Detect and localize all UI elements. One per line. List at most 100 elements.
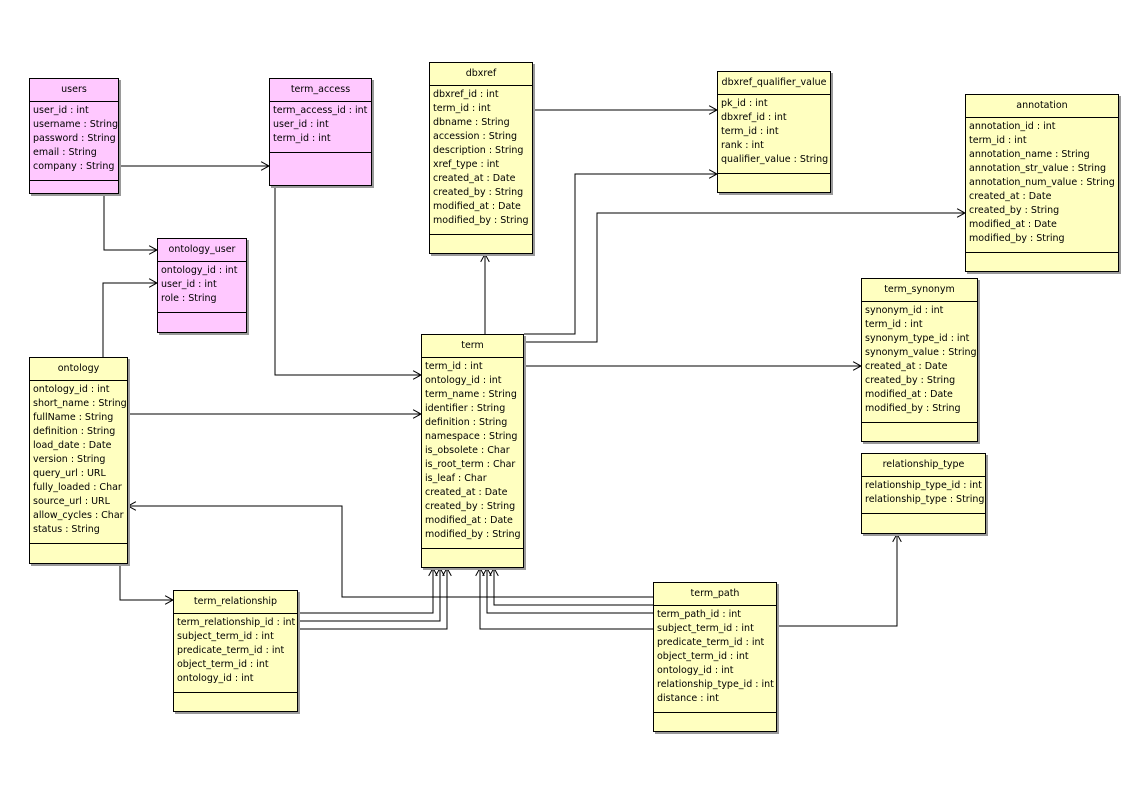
attribute: short_name : String (33, 398, 127, 409)
link-term-annotation-arrowhead (956, 208, 967, 218)
attribute: created_at : Date (433, 173, 516, 184)
entity-name: term_access (270, 79, 371, 102)
attribute: synonym_id : int (865, 305, 944, 316)
entity-term-synonym[interactable]: term_synonym synonym_id : int term_id : in… (861, 278, 978, 442)
attribute: modified_by : String (433, 215, 529, 226)
link-relationship-term-2-arrowhead (435, 566, 445, 577)
attribute: relationship_type : String (865, 494, 985, 505)
entity-name: term_synonym (862, 279, 977, 302)
attribute: annotation_num_value : String (969, 177, 1115, 188)
link-path-relationship-type (777, 534, 898, 627)
attribute: status : String (33, 524, 100, 535)
link-users-ontology-user-arrowhead (148, 245, 159, 255)
attribute: annotation_str_value : String (969, 163, 1107, 174)
link-relationship-term-3 (298, 568, 448, 630)
attribute: created_at : Date (865, 361, 948, 372)
attribute: definition : String (425, 417, 508, 428)
attribute: modified_by : String (969, 233, 1065, 244)
link-dbxref-qualifier-arrowhead (708, 105, 719, 115)
attribute: is_leaf : Char (425, 473, 487, 484)
attribute: ontology_id : int (177, 673, 254, 684)
attribute: modified_at : Date (433, 201, 521, 212)
entity-name: ontology_user (158, 239, 246, 262)
attribute: modified_at : Date (969, 219, 1057, 230)
link-term-dbxref-arrowhead (480, 252, 490, 263)
attribute: qualifier_value : String (721, 154, 829, 165)
attribute: dbxref_id : int (721, 112, 787, 123)
attribute: dbname : String (433, 117, 510, 128)
attribute: rank : int (721, 140, 764, 151)
attribute: term_id : int (433, 103, 491, 114)
link-ontology-relationship (119, 564, 173, 601)
link-path-term-1-arrowhead (489, 566, 499, 577)
attribute: ontology_id : int (425, 375, 502, 386)
link-path-term-3 (479, 568, 653, 630)
attribute-list: pk_id : int dbxref_id : int term_id : int r… (718, 95, 830, 174)
link-relationship-term-1-arrowhead (428, 566, 438, 577)
attribute: ontology_id : int (161, 265, 238, 276)
entity-name: users (30, 79, 118, 102)
attribute: role : String (161, 293, 217, 304)
attribute: term_id : int (969, 135, 1027, 146)
attribute: xref_type : int (433, 159, 500, 170)
attribute: modified_at : Date (425, 515, 513, 526)
link-ontology-ontology-user-arrowhead (148, 278, 159, 288)
attribute: modified_by : String (425, 529, 521, 540)
attribute-list: dbxref_id : int term_id : int dbname : Str… (430, 86, 532, 235)
attribute: term_relationship_id : int (177, 617, 296, 628)
attribute: identifier : String (425, 403, 506, 414)
attribute: namespace : String (425, 431, 518, 442)
entity-name: relationship_type (862, 454, 985, 477)
link-ontology-ontology-user (102, 282, 157, 357)
attribute: username : String (33, 119, 119, 130)
attribute: term_id : int (865, 319, 923, 330)
attribute: source_url : URL (33, 496, 110, 507)
attribute: created_by : String (865, 375, 956, 386)
attribute: fully_loaded : Char (33, 482, 122, 493)
attribute: annotation_id : int (969, 121, 1056, 132)
attribute: is_root_term : Char (425, 459, 516, 470)
attribute: pk_id : int (721, 98, 768, 109)
entity-name: ontology (30, 358, 127, 381)
attribute: created_at : Date (969, 191, 1052, 202)
link-term-access-term-arrowhead (412, 370, 423, 380)
attribute: password : String (33, 133, 116, 144)
link-ontology-relationship-arrowhead (164, 595, 175, 605)
attribute: modified_by : String (865, 403, 961, 414)
link-path-relationship-type-arrowhead (892, 532, 902, 543)
attribute: term_id : int (721, 126, 779, 137)
attribute: email : String (33, 147, 97, 158)
attribute: load_date : Date (33, 440, 112, 451)
entity-name: term (422, 335, 523, 358)
attribute: term_path_id : int (657, 609, 741, 620)
link-users-ontology-user (103, 194, 157, 251)
attribute: fullName : String (33, 412, 114, 423)
entity-name: term_path (654, 583, 776, 606)
attribute: synonym_value : String (865, 347, 977, 358)
attribute: relationship_type_id : int (657, 679, 774, 690)
attribute: annotation_name : String (969, 149, 1090, 160)
attribute: query_url : URL (33, 468, 106, 479)
link-term-qualifier (524, 173, 717, 335)
attribute: distance : int (657, 693, 719, 704)
link-path-term-1 (493, 568, 653, 606)
attribute: dbxref_id : int (433, 89, 499, 100)
attribute: definition : String (33, 426, 116, 437)
